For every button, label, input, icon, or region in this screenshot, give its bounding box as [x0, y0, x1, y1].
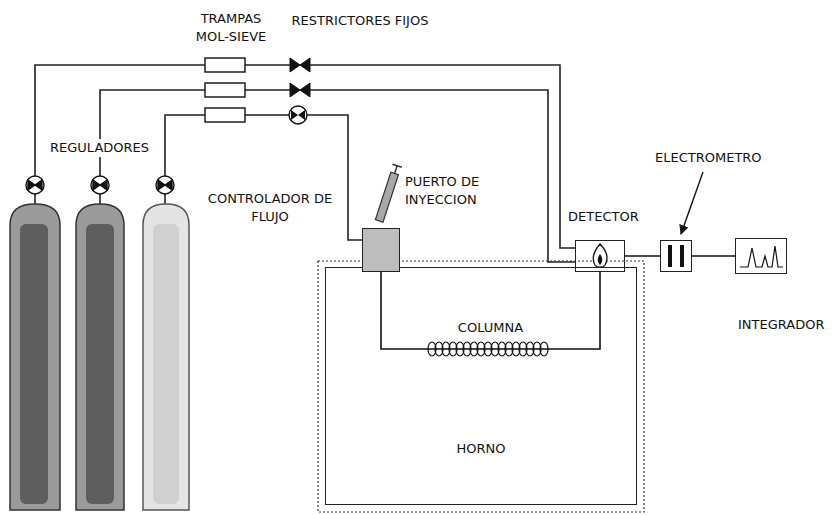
flame-symbol	[598, 254, 603, 265]
regulator-valve	[91, 176, 109, 194]
gas-cylinder	[76, 204, 124, 510]
restrictor-symbol	[290, 83, 310, 97]
electrometer: ELECTROMETRO	[660, 240, 692, 272]
node-label: HORNO	[326, 440, 636, 458]
syringe	[374, 164, 401, 222]
injection-port: PUERTO DE INYECCION	[362, 228, 400, 272]
node-label: INTEGRADOR	[738, 316, 824, 334]
mol-sieve-trap	[205, 58, 245, 72]
restrictor-symbol	[290, 58, 310, 72]
edge-label: COLUMNA	[458, 319, 523, 337]
gas-cylinders	[10, 204, 189, 510]
electrometer-plate	[668, 245, 672, 267]
cylinder-shade	[86, 224, 114, 504]
detector: DETECTOR	[575, 240, 625, 272]
gas-cylinder	[10, 204, 60, 510]
mol-sieve-trap	[205, 83, 245, 97]
integrator: INTEGRADOR	[735, 238, 787, 274]
gas-line	[165, 115, 362, 240]
electrometer-plate	[680, 245, 684, 267]
leader-arrow	[681, 172, 703, 234]
chromatogram-trace	[740, 246, 783, 267]
node-label: DETECTOR	[568, 208, 639, 226]
regulator-valve	[156, 176, 174, 194]
regulator-valve	[93, 180, 107, 190]
gas-line	[35, 194, 165, 204]
part-label: RESTRICTORES FIJOS	[280, 12, 440, 30]
connector	[692, 255, 735, 257]
connector	[625, 255, 660, 257]
regulators	[26, 176, 174, 194]
oven: HORNO	[325, 267, 637, 505]
regulator-valve	[28, 180, 42, 190]
connector	[381, 272, 600, 349]
mol-sieve-trap	[205, 108, 245, 122]
part-label: CONTROLADOR DE FLUJO	[200, 190, 340, 225]
regulator-valve	[158, 180, 172, 190]
flow-controller	[291, 110, 305, 120]
node-label: ELECTROMETRO	[655, 149, 762, 167]
part-label: REGULADORES	[48, 139, 151, 157]
flow-controller	[289, 106, 307, 124]
flame-symbol	[593, 244, 607, 267]
cylinder-shade	[20, 224, 48, 504]
fixed-restrictors	[290, 58, 310, 97]
oven-insulation	[318, 261, 644, 512]
cylinder-shade	[153, 224, 179, 504]
node-label: PUERTO DE INYECCION	[405, 173, 505, 208]
regulator-valve	[26, 176, 44, 194]
part-label: TRAMPAS MOL-SIEVE	[186, 10, 276, 45]
mol-sieve-traps	[205, 58, 245, 122]
gas-cylinder	[143, 204, 189, 510]
